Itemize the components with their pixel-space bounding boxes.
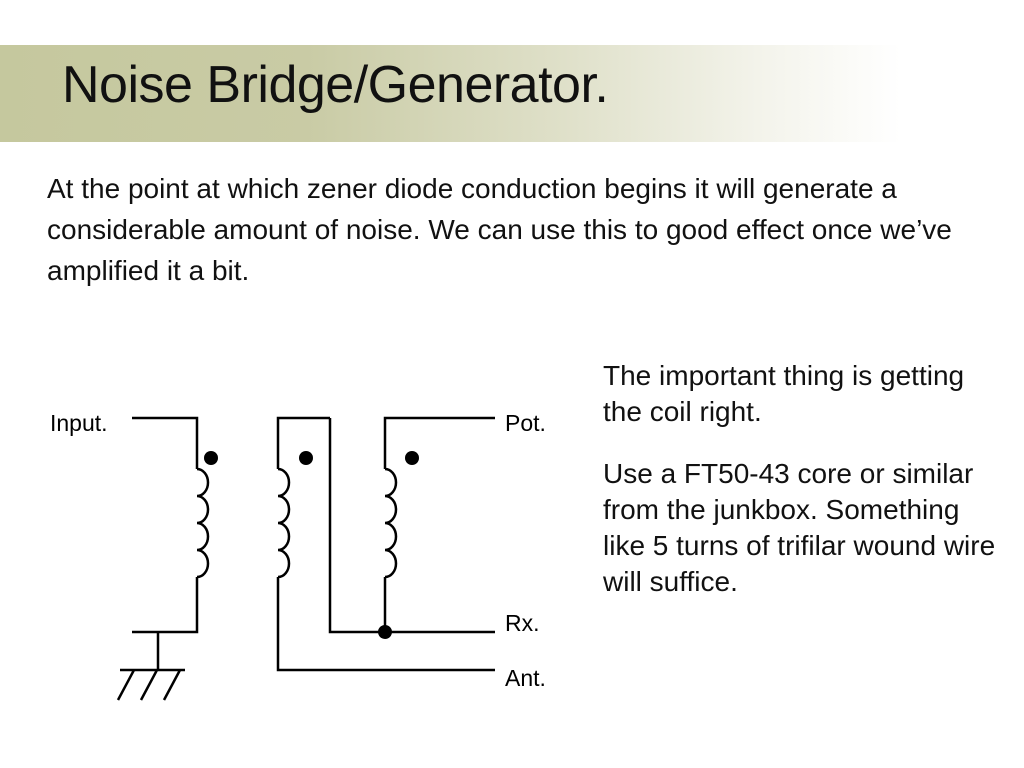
input-coil <box>196 467 210 579</box>
ant-label: Ant. <box>505 665 546 691</box>
input-label: Input. <box>50 410 108 436</box>
ant-wire <box>276 577 495 672</box>
middle-coil <box>277 467 291 579</box>
side-paragraph-2: Use a FT50-43 core or similar from the j… <box>603 458 996 597</box>
pot-wire <box>383 416 495 469</box>
input-phase-dot <box>204 451 218 465</box>
right-phase-dot <box>405 451 419 465</box>
ground-symbol <box>116 632 185 701</box>
rx-label: Rx. <box>505 610 540 636</box>
side-paragraph-1: The important thing is getting the coil … <box>603 360 965 427</box>
title-bar <box>0 45 1024 142</box>
input-wire-top <box>132 416 199 469</box>
right-coil <box>384 467 398 579</box>
middle-wire-top <box>276 416 330 469</box>
input-wire-bottom <box>132 577 199 634</box>
rx-wire <box>328 418 495 634</box>
side-text: The important thing is getting the coil … <box>603 358 1003 626</box>
pot-label: Pot. <box>505 410 546 436</box>
intro-paragraph: At the point at which zener diode conduc… <box>47 173 952 286</box>
middle-phase-dot <box>299 451 313 465</box>
slide-title: Noise Bridge/Generator. <box>62 56 609 114</box>
rx-junction-dot <box>378 625 392 639</box>
